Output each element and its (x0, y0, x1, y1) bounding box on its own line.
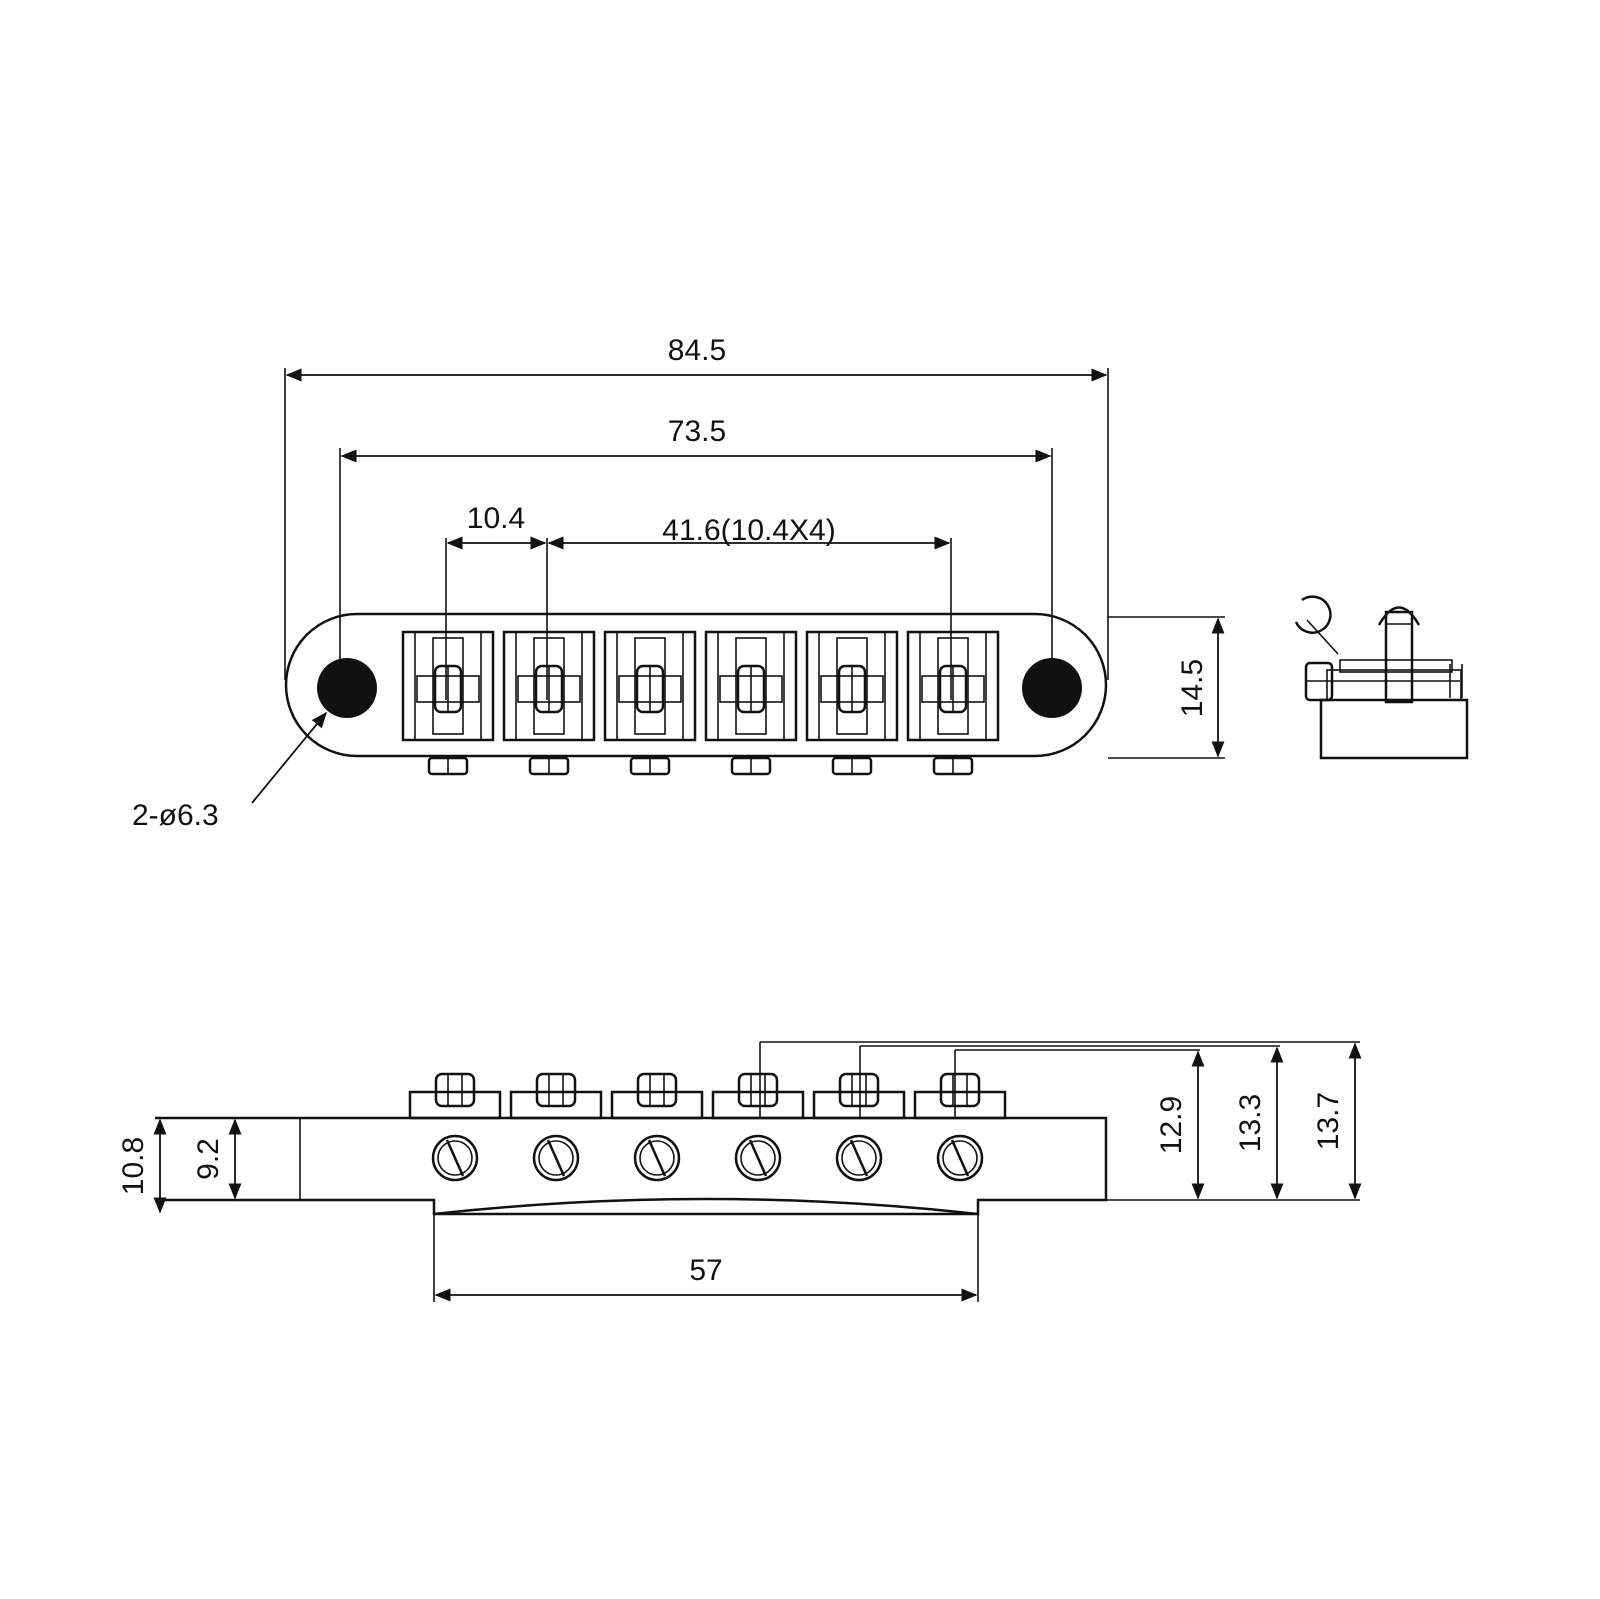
saddle-height-high-label: 13.7 (1312, 1092, 1345, 1150)
saddle-top-5 (805, 630, 899, 742)
saddle-top-2 (502, 630, 596, 742)
intonation-screw-side-5 (835, 1134, 883, 1182)
body-height-label: 9.2 (192, 1138, 225, 1180)
saddle-top-4 (704, 630, 798, 742)
post-hole-callout-label: 2-ø6.3 (132, 799, 219, 832)
side-view: 10.8 9.2 57 12.9 (117, 1041, 1362, 1302)
side-view-body (155, 1116, 1108, 1216)
post-hole-right (1022, 658, 1082, 718)
intonation-screw-side-6 (936, 1134, 984, 1182)
first-saddle-spacing-label: 10.4 (467, 502, 525, 535)
saddle-side-4 (711, 1072, 805, 1120)
intonation-screw-tip-5 (831, 756, 873, 776)
dimension-base-height: 10.8 (117, 1118, 167, 1214)
dimension-radius-span: 57 (433, 1214, 979, 1302)
post-hole-left (317, 658, 377, 718)
dimension-saddle-height-low: 12.9 (1155, 1050, 1205, 1200)
radius-span-label: 57 (689, 1254, 722, 1287)
end-view-saddle (1384, 610, 1414, 704)
dimension-saddle-spacing: 10.4 41.6(10.4X4) (445, 502, 952, 700)
saddle-group-top (401, 630, 1000, 776)
dimension-overall-length: 84.5 (284, 334, 1109, 680)
saddle-side-6 (913, 1072, 1007, 1120)
intonation-screw-tip-3 (629, 756, 671, 776)
intonation-screw-side-3 (633, 1134, 681, 1182)
intonation-screw-side-4 (734, 1134, 782, 1182)
end-view (1294, 595, 1469, 760)
height-label: 14.5 (1176, 659, 1209, 717)
post-hole-callout: 2-ø6.3 (132, 711, 328, 832)
dimension-body-height: 9.2 (192, 1118, 242, 1200)
post-spacing-label: 73.5 (668, 415, 726, 448)
dimension-saddle-height-high: 13.7 (1312, 1042, 1362, 1200)
intonation-screw-tip-6 (932, 756, 974, 776)
saddle-side-5 (812, 1072, 906, 1120)
dimension-height: 14.5 (1108, 616, 1225, 759)
bridge-body-outline (284, 612, 1108, 758)
overall-length-label: 84.5 (668, 334, 726, 367)
dimension-saddle-height-mid: 13.3 (1200, 1045, 1284, 1200)
saddle-side-3 (610, 1072, 704, 1120)
intonation-screw-side-2 (532, 1134, 580, 1182)
saddle-top-6 (906, 630, 1000, 742)
saddle-top-3 (603, 630, 697, 742)
saddle-height-low-label: 12.9 (1155, 1096, 1188, 1154)
saddle-side-2 (509, 1072, 603, 1120)
intonation-screw-tip-2 (528, 756, 570, 776)
saddle-group-side (408, 1072, 1007, 1182)
intonation-screw-side-1 (431, 1134, 479, 1182)
saddle-height-mid-label: 13.3 (1234, 1094, 1267, 1152)
radius-curve (433, 1197, 979, 1216)
base-height-label: 10.8 (117, 1137, 150, 1195)
dimension-post-spacing: 73.5 (339, 415, 1053, 660)
intonation-screw-tip-4 (730, 756, 772, 776)
intonation-screw-tip-1 (427, 756, 469, 776)
saddle-top-1 (401, 630, 495, 742)
end-view-base (1319, 698, 1469, 760)
saddle-side-1 (408, 1072, 502, 1120)
top-view: 84.5 73.5 10.4 41.6(10.4X4) 14.5 (132, 334, 1225, 832)
saddle-span-label: 41.6(10.4X4) (662, 514, 835, 547)
retaining-clip-icon (1294, 595, 1332, 634)
saddle-height-references (759, 1041, 1360, 1201)
